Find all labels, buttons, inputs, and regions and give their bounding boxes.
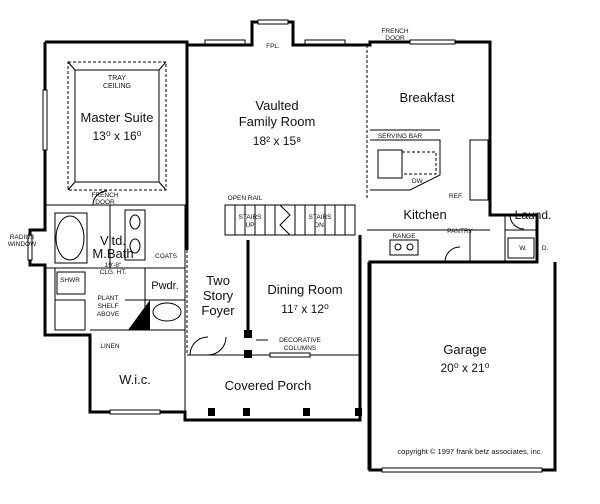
- tray-ceiling: [67, 61, 167, 191]
- dining-room-dims: 11⁷ x 12⁰: [281, 302, 329, 316]
- foyer-label-3: Foyer: [201, 303, 235, 318]
- fpl-label: FPL.: [266, 43, 280, 50]
- open-rail-label: OPEN RAIL: [228, 195, 263, 202]
- decorative-columns-2: COLUMNS: [284, 345, 317, 352]
- radius-window-2: WINDOW: [8, 241, 37, 248]
- french-door-master-1: FRENCH: [91, 192, 118, 199]
- family-room-label-1: Vaulted: [255, 98, 298, 113]
- range-label: RANGE: [392, 233, 416, 240]
- kitchen-label: Kitchen: [403, 207, 446, 222]
- french-door-master-2: DOOR: [95, 199, 115, 206]
- dryer-label: D.: [542, 245, 549, 252]
- covered-porch-label: Covered Porch: [225, 378, 312, 393]
- exterior-walls: [28, 20, 557, 472]
- washer-label: W.: [519, 245, 527, 252]
- shower-label: SHWR: [60, 277, 80, 284]
- powder-label: Pwdr.: [151, 280, 179, 292]
- coats-label: COATS: [155, 253, 178, 260]
- plant-shelf-1: PLANT: [98, 295, 119, 302]
- bath-fixtures: [54, 209, 182, 331]
- plant-shelf-3: ABOVE: [97, 311, 120, 318]
- foyer-label-2: Story: [203, 288, 234, 303]
- master-suite-dims: 13⁰ x 16⁰: [93, 129, 142, 143]
- stairs-dn-1: STAIRS: [309, 214, 333, 221]
- plant-shelf-2: SHELF: [98, 303, 119, 310]
- french-door-top-2: DOOR: [385, 35, 405, 42]
- copyright: copyright © 1997 frank betz associates, …: [397, 447, 542, 456]
- radius-window-1: RADIUS: [10, 234, 35, 241]
- linen-label: LINEN: [100, 343, 119, 350]
- stairs-up-2: UP: [245, 222, 254, 229]
- breakfast-label: Breakfast: [400, 90, 455, 105]
- master-suite-label: Master Suite: [81, 110, 154, 125]
- laundry-label: Laund.: [515, 208, 552, 222]
- master-bath-clg: 19'-8": [105, 262, 122, 269]
- french-door-top-1: FRENCH: [381, 28, 408, 35]
- garage-dims: 20⁰ x 21⁰: [441, 361, 490, 375]
- foyer-label-1: Two: [206, 273, 230, 288]
- windows: [27, 19, 543, 473]
- master-bath-clg2: CLG. HT.: [100, 269, 127, 276]
- kitchen-counters: [370, 129, 535, 259]
- family-room-dims: 18² x 15⁸: [253, 134, 301, 148]
- interior-walls: [45, 204, 537, 470]
- stairs-dn-2: DN.: [314, 222, 325, 229]
- stairs: [224, 204, 356, 236]
- garage-label: Garage: [443, 342, 486, 357]
- dining-room-label: Dining Room: [267, 282, 342, 297]
- serving-bar-label: SERVING BAR: [378, 133, 423, 140]
- tray-ceiling-label-1: TRAY: [108, 75, 126, 82]
- tray-ceiling-label-2: CEILING: [103, 83, 131, 90]
- master-bath-label-2: M.Bath: [92, 246, 133, 261]
- decorative-columns-1: DECORATIVE: [279, 337, 321, 344]
- wic-label: W.i.c.: [119, 372, 151, 387]
- master-bath-label-1: Vltd.: [100, 233, 126, 248]
- doors: [92, 45, 525, 416]
- pantry-label: PANTRY: [447, 228, 473, 235]
- family-room-label-2: Family Room: [239, 114, 316, 129]
- dw-label: DW.: [412, 178, 424, 185]
- stairs-up-1: STAIRS: [239, 214, 263, 221]
- ref-label: REF.: [449, 193, 463, 200]
